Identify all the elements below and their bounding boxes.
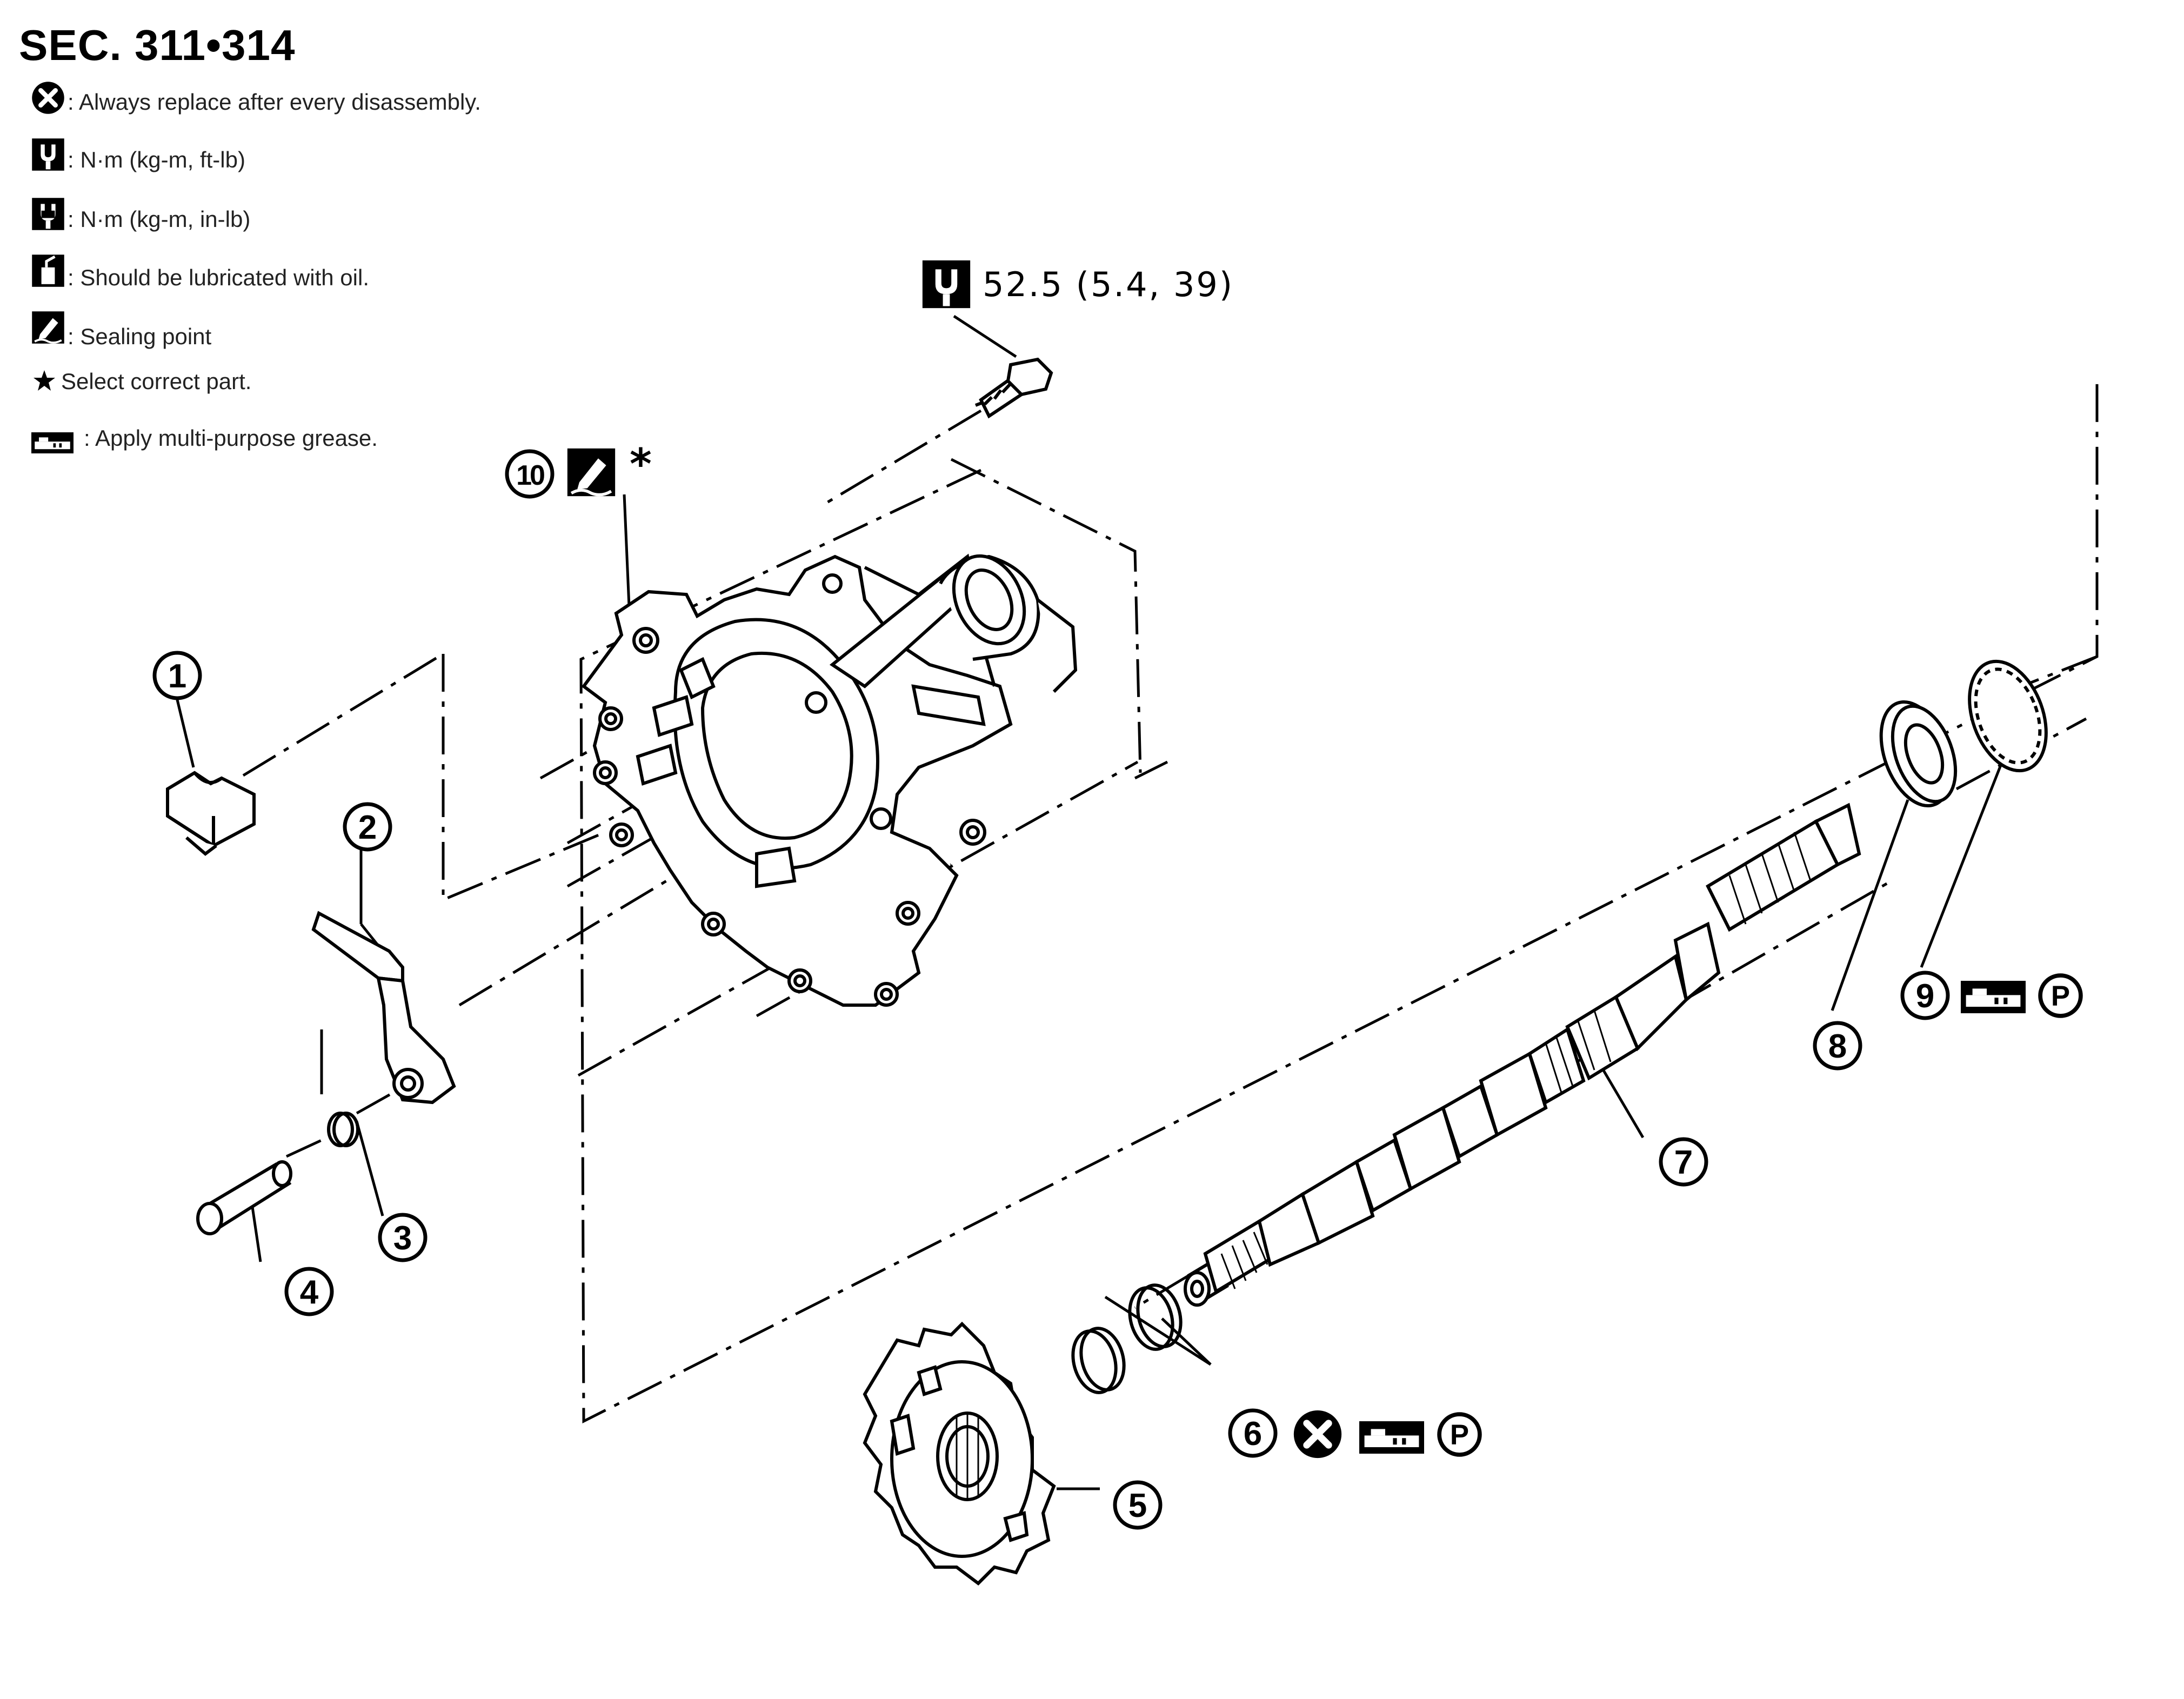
sealing-point-icon [567, 449, 615, 496]
legend-star: Select correct part. [30, 369, 251, 394]
callout-5: 5 [1113, 1480, 1163, 1530]
svg-text:6: 6 [1244, 1415, 1262, 1453]
svg-text:3: 3 [393, 1220, 412, 1257]
callout-9: 9 [1900, 971, 1950, 1020]
torque-ft-lb-icon [922, 260, 971, 309]
part-8-washer [1879, 700, 1958, 808]
phantom-lines [242, 378, 2099, 1424]
bolt-torque-spec: 52.5 (5.4, 39) [983, 265, 1234, 304]
callout-7: 7 [1659, 1137, 1708, 1187]
part-2-shift-lever [311, 911, 456, 1105]
part-6-snap-rings [1071, 1283, 1183, 1394]
replace-icon [1294, 1410, 1341, 1458]
legend-sealing: : Sealing point [30, 320, 211, 353]
svg-text:4: 4 [300, 1274, 319, 1311]
legend-text: : N·m (kg-m, in-lb) [68, 206, 251, 232]
part-9-thrust-bearing [1968, 659, 2048, 773]
svg-text:2: 2 [358, 809, 377, 846]
svg-text:8: 8 [1828, 1028, 1847, 1065]
legend-torque-in-lb: : N·m (kg-m, in-lb) [30, 203, 250, 236]
legend-text: : N·m (kg-m, ft-lb) [68, 147, 245, 172]
part-1-bearing-cap [166, 771, 256, 856]
callout-10: 10 [505, 449, 555, 499]
legend-text: : Sealing point [68, 324, 212, 349]
legend-text: Select correct part. [61, 369, 252, 394]
callout-3: 3 [378, 1213, 428, 1262]
legend-oil: : Should be lubricated with oil. [30, 261, 369, 295]
star-icon [34, 370, 55, 391]
grease-gun-icon [1961, 981, 2026, 1013]
legend-text: : Apply multi-purpose grease. [84, 425, 378, 451]
grease-p-icon [2040, 975, 2081, 1016]
section-title: SEC. 311•314 [19, 21, 296, 69]
legend-replace: : Always replace after every disassembly… [30, 85, 481, 119]
svg-text:7: 7 [1674, 1144, 1693, 1181]
select-part-star: * [630, 440, 652, 489]
callout-4: 4 [284, 1267, 334, 1316]
callout-2: 2 [343, 802, 392, 852]
svg-text:1: 1 [168, 658, 186, 695]
svg-text:10: 10 [516, 460, 544, 491]
svg-text:5: 5 [1128, 1487, 1147, 1524]
part-4-pin [196, 1160, 292, 1235]
part-7-mainshaft [1184, 802, 1861, 1307]
part-3-retaining-ring [327, 1112, 359, 1147]
legend-icons [31, 82, 74, 453]
callouts: 1 2 3 4 5 6 7 8 9 10 [152, 449, 1950, 1530]
part-10-housing [581, 553, 1078, 1007]
torque-in-lb-icon [32, 198, 64, 230]
legend-torque-ft-lb: : N·m (kg-m, ft-lb) [30, 143, 245, 177]
svg-text:9: 9 [1916, 978, 1934, 1015]
oil-can-icon [32, 255, 64, 287]
callout-6: 6 [1228, 1408, 1278, 1458]
grease-gun-icon [1359, 1421, 1424, 1454]
legend-text: : Always replace after every disassembly… [68, 89, 481, 115]
bolt [974, 357, 1053, 419]
callout-8: 8 [1813, 1021, 1862, 1071]
callout-1: 1 [152, 651, 202, 700]
part-5-sprocket [863, 1321, 1056, 1586]
legend-text: : Should be lubricated with oil. [68, 265, 369, 290]
grease-p-icon [1439, 1414, 1480, 1455]
legend-grease: : Apply multi-purpose grease. [30, 422, 378, 455]
